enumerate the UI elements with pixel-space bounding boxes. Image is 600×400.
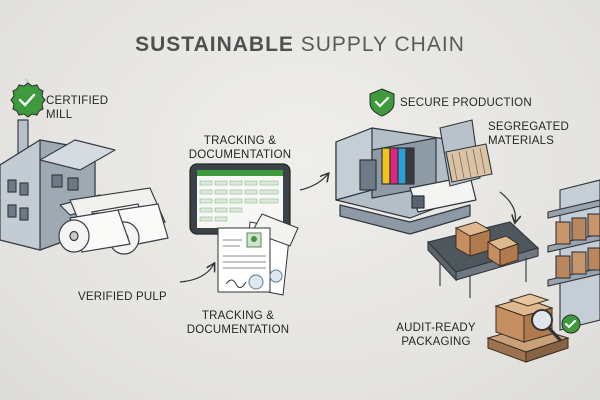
arrow-icon [299,174,328,191]
title-bold: SUSTAINABLE [135,33,294,56]
label-line: TRACKING & [203,135,277,147]
printing-press [335,127,477,235]
arrow-icon [179,264,214,283]
label-line: CERTIFIED [46,95,109,107]
shield-check-icon [369,88,395,117]
label-line: DOCUMENTATION [186,324,290,336]
arrow-icon [499,191,515,222]
label-line: AUDIT-READY [396,322,476,334]
check-badge-icon [561,314,581,334]
label-certified-mill: CERTIFIED MILL [46,94,108,122]
label-line: DOCUMENTATION [188,149,292,161]
label-line: SEGREGATED [488,121,570,133]
label-verified-pulp: VERIFIED PULP [78,291,167,303]
label-tracking-bottom: TRACKING & DOCUMENTATION [178,309,298,337]
label-line: MILL [46,109,73,121]
label-audit-ready-packaging: AUDIT-READY PACKAGING [388,321,484,349]
documents-stack [217,213,299,296]
cardboard-box [486,235,520,267]
label-secure-production: SECURE PRODUCTION [400,97,532,109]
pallet-stack [486,293,570,363]
page-title: SUSTAINABLE SUPPLY CHAIN [0,33,600,57]
warehouse-shelves [547,179,600,331]
label-tracking-top: TRACKING & DOCUMENTATION [180,134,300,162]
certified-badge-icon [10,82,46,118]
title-light: SUPPLY CHAIN [300,33,465,56]
pulp-rolls [58,187,169,255]
label-line: PACKAGING [401,336,471,348]
label-segregated-materials: SEGREGATED MATERIALS [488,120,569,148]
segregated-materials-feeder [439,119,493,187]
magnifier-icon [531,309,562,342]
cardboard-box [454,221,492,257]
label-line: MATERIALS [488,135,555,147]
label-line: TRACKING & [201,310,275,322]
